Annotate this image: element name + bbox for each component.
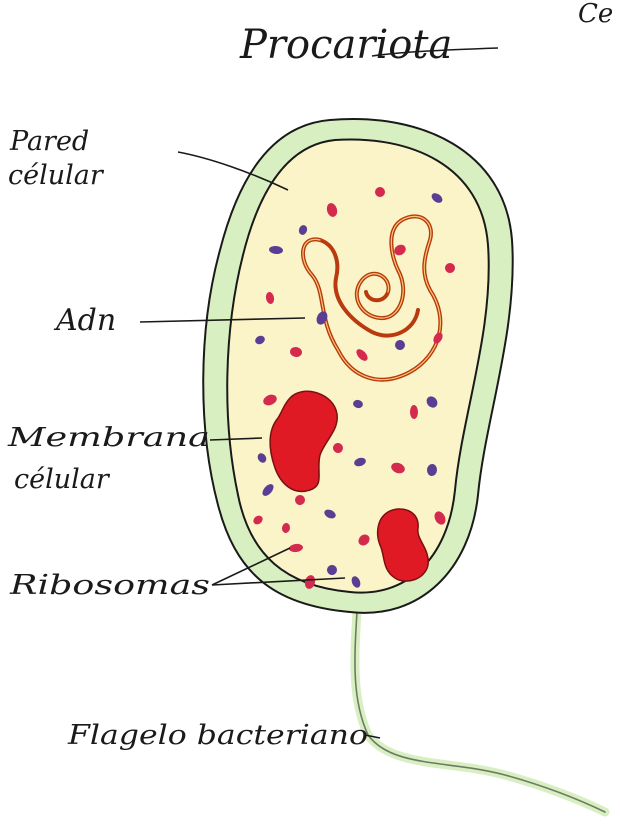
label-dna: Adn <box>53 303 116 338</box>
corner-text: Ce <box>578 0 613 29</box>
label-ribosomes: Ribosomas <box>9 570 210 601</box>
flagellum <box>355 612 605 812</box>
label-cell-membrane-line2: célular <box>14 464 111 495</box>
flagellum-outline <box>355 612 605 812</box>
title: Procariota <box>239 22 452 68</box>
ribosome <box>375 187 385 197</box>
label-cell-wall-line1: Pared <box>9 126 89 157</box>
label-cell-wall-line2: célular <box>8 160 105 191</box>
label-flagellum: Flagelo bacteriano <box>67 720 368 751</box>
label-cell-membrane-line1: Membrana <box>7 423 210 453</box>
